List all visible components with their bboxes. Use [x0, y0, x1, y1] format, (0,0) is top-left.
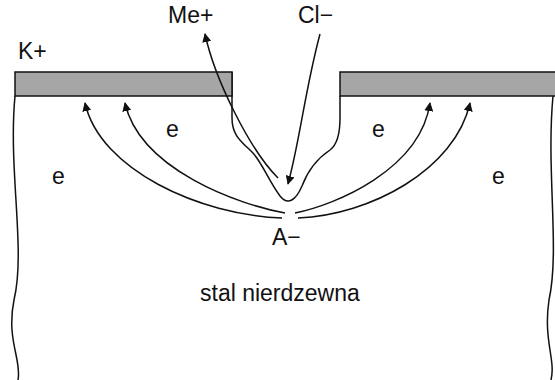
electron-arrow — [298, 103, 470, 218]
ion-label: Me+ — [168, 4, 213, 27]
electron-arrow — [295, 103, 430, 213]
electron-label: e — [372, 118, 385, 141]
material-label: stal nierdzewna — [200, 282, 360, 305]
electron-label: e — [52, 165, 65, 188]
electron-label: e — [492, 165, 505, 188]
ion-label: Cl− — [298, 4, 333, 27]
anode-label: A− — [272, 226, 301, 249]
steel-body — [12, 96, 555, 380]
steel-left-edge — [12, 96, 19, 380]
cathode-label: K+ — [18, 40, 47, 63]
electron-label: e — [166, 118, 179, 141]
ion-arrow — [288, 34, 320, 184]
passive-film — [15, 72, 232, 96]
passive-film — [340, 72, 555, 96]
electron-arrow — [85, 103, 282, 218]
steel-right-edge — [547, 96, 553, 380]
electron-arrow — [125, 103, 285, 213]
ion-arrow — [205, 34, 278, 178]
